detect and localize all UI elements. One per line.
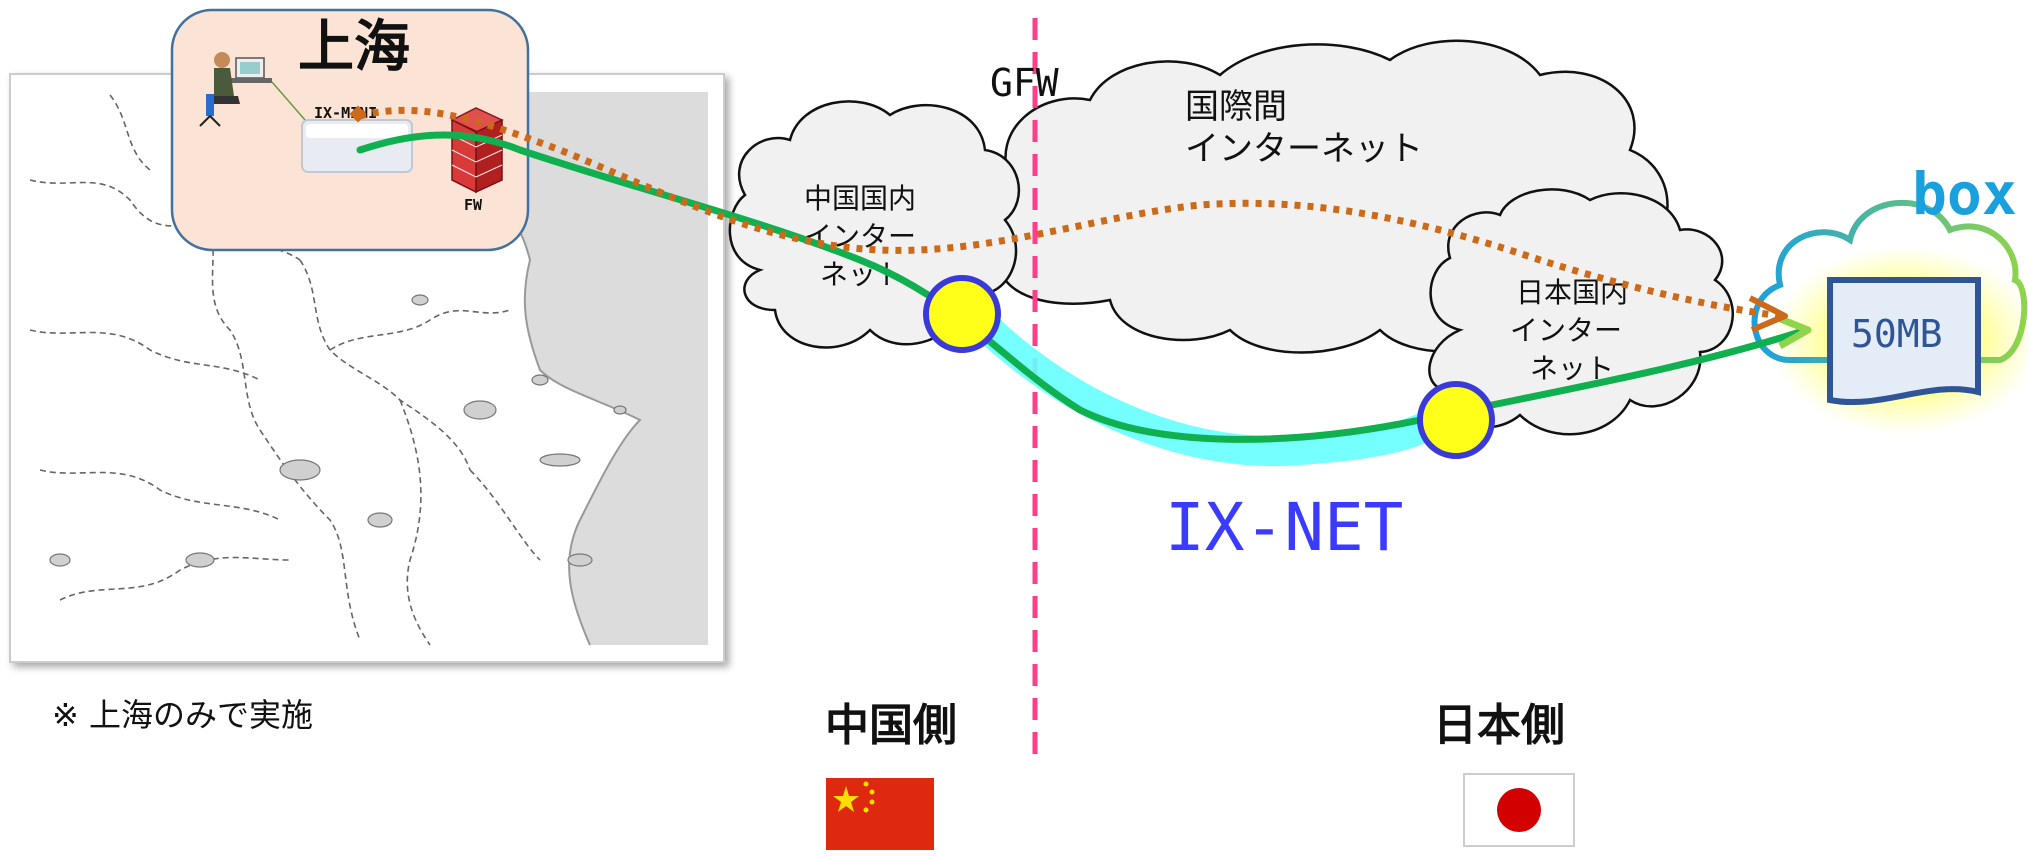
file-icon <box>1827 277 1981 406</box>
china-side-label: 中国側 <box>825 700 957 751</box>
ix-net-arrowhead <box>1776 314 1812 350</box>
ix-net-china-node <box>923 275 1001 353</box>
box-cloud-storage: box 50MB <box>1751 160 2028 435</box>
japan-cloud-line1: 日本国内 <box>1516 276 1628 309</box>
ix-mini-router-icon <box>301 119 413 173</box>
china-flag-icon <box>826 778 934 850</box>
international-cloud-line2: インターネット <box>1185 129 1423 169</box>
shanghai-site-panel: 上海 IX-MINI <box>170 8 530 252</box>
box-logo: box <box>1912 160 2017 228</box>
gfw-label: GFW <box>990 61 1059 105</box>
ix-net-tunnel <box>945 285 1470 466</box>
japan-flag-icon <box>1463 773 1575 847</box>
ix-net-route-line <box>356 131 1804 443</box>
ix-mini-label: IX-MINI <box>314 104 377 122</box>
firewall-label: FW <box>464 196 483 214</box>
international-cloud-line1: 国際間 <box>1185 87 1287 127</box>
internet-route-line <box>359 106 1781 320</box>
user-at-computer-icon <box>199 52 272 127</box>
ix-net-label: IX-NET <box>1165 489 1403 566</box>
internet-arrowhead <box>1748 295 1788 333</box>
shanghai-title: 上海 <box>298 15 410 80</box>
china-cloud-line1: 中国国内 <box>804 182 916 215</box>
ix-net-japan-node <box>1417 381 1495 459</box>
japan-side-label: 日本側 <box>1433 700 1565 751</box>
file-size-label: 50MB <box>1851 312 1943 356</box>
japan-cloud-line2: インター <box>1510 314 1622 347</box>
note-text: ※ 上海のみで実施 <box>52 696 313 734</box>
